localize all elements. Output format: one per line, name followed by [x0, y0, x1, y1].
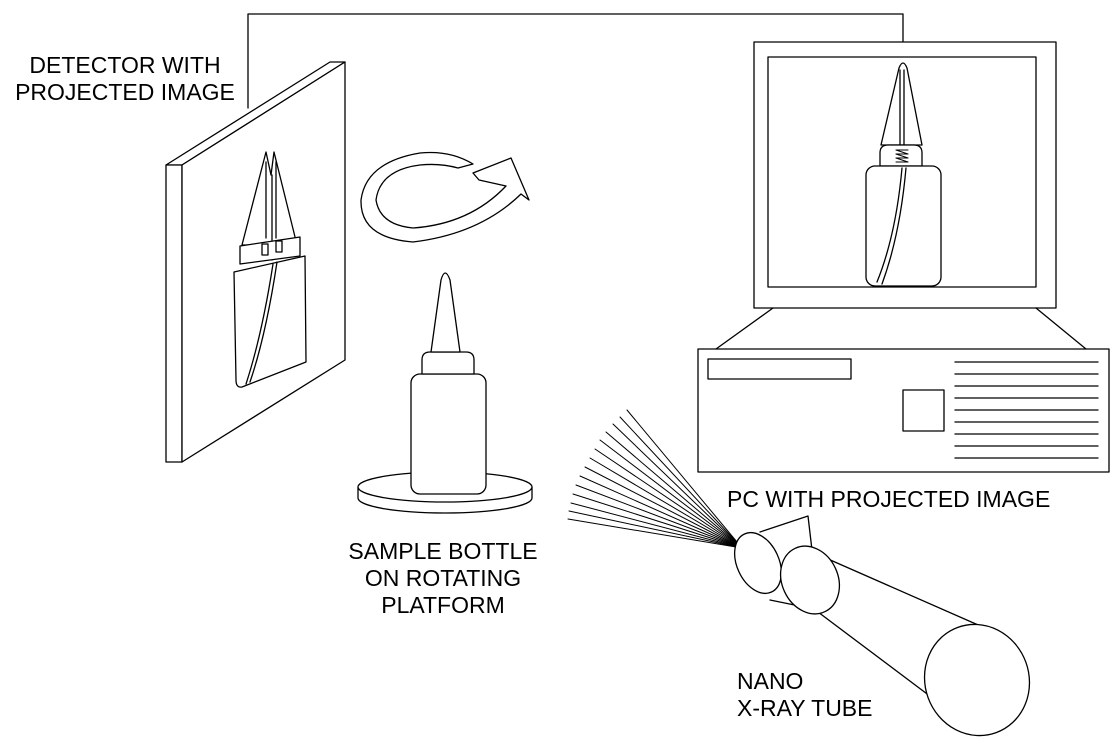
pc-case: [697, 348, 1110, 473]
tube-label-line-2: X-RAY TUBE: [737, 695, 873, 721]
tube-label-line-1: NANO: [737, 668, 804, 694]
pc-label: PC WITH PROJECTED IMAGE: [727, 486, 1050, 513]
pc-projected-image: [865, 62, 942, 287]
sample-label: SAMPLE BOTTLE ON ROTATING PLATFORM: [322, 538, 564, 619]
sample-bottle: [410, 272, 487, 495]
xray-beam: [567, 409, 743, 549]
detector-label-line-1: DETECTOR WITH: [29, 52, 221, 78]
tube-label: NANO X-RAY TUBE: [737, 668, 872, 722]
connection-cable: [247, 13, 904, 109]
disk-drive-slot: [707, 358, 852, 380]
rotation-arrow: [360, 151, 530, 243]
detector-label-line-2: PROJECTED IMAGE: [15, 79, 235, 105]
sample-label-line-2: ON ROTATING: [364, 565, 522, 591]
sample-label-line-1: SAMPLE BOTTLE: [348, 538, 538, 564]
sample-label-line-3: PLATFORM: [381, 592, 505, 618]
pc-label-line-1: PC WITH PROJECTED IMAGE: [727, 486, 1051, 512]
vent-lines: [954, 361, 1099, 459]
power-button: [902, 389, 945, 432]
detector-label: DETECTOR WITH PROJECTED IMAGE: [0, 52, 250, 106]
detector-projected-image: [233, 151, 307, 388]
xray-tube: [734, 515, 1031, 737]
